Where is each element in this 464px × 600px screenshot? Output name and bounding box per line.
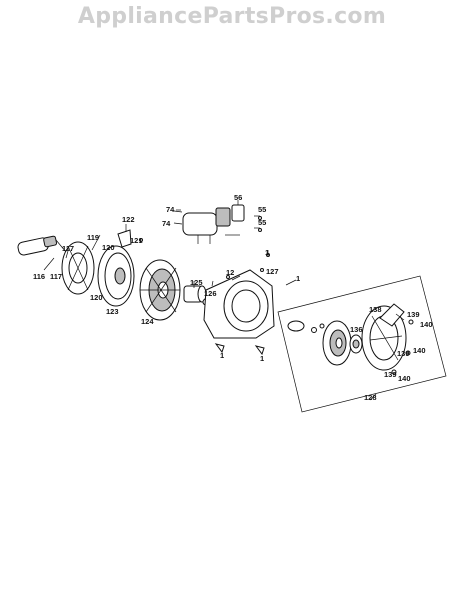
starter-pulley-part[interactable] bbox=[322, 320, 352, 366]
callout-120-lower: 120 bbox=[90, 293, 103, 302]
blower-housing-part[interactable] bbox=[203, 253, 275, 339]
callout-labels: 56 74 74 55 55 122 119 121 117 120 116 1… bbox=[33, 193, 433, 402]
callout-140-upper: 140 bbox=[420, 320, 433, 329]
callout-119: 119 bbox=[87, 233, 99, 242]
callout-127: 127 bbox=[266, 267, 279, 276]
callout-1-right: 1 bbox=[296, 274, 300, 283]
screw-55-part[interactable] bbox=[258, 216, 262, 232]
starter-cup-part[interactable] bbox=[183, 285, 207, 303]
starter-pawls-part[interactable] bbox=[287, 320, 325, 333]
callout-123: 123 bbox=[106, 307, 119, 316]
ignition-coil-part[interactable] bbox=[182, 204, 245, 244]
callout-116: 116 bbox=[33, 272, 45, 281]
callout-139-upper: 139 bbox=[407, 310, 420, 319]
callout-74-upper: 74 bbox=[166, 205, 175, 214]
callout-55-lower: 55 bbox=[258, 218, 266, 227]
callout-122: 122 bbox=[122, 215, 135, 224]
callout-124: 124 bbox=[141, 317, 154, 326]
callout-140-middle: 140 bbox=[413, 346, 426, 355]
callout-55-upper: 55 bbox=[258, 205, 266, 214]
recoil-starter-assembly-box bbox=[277, 275, 447, 413]
callout-1-lower-right: 1 bbox=[260, 354, 264, 363]
watermark: AppliancePartsPros.com bbox=[77, 4, 387, 29]
callout-74-lower: 74 bbox=[162, 219, 171, 228]
callout-138: 138 bbox=[369, 305, 382, 314]
flywheel-plate-part[interactable] bbox=[97, 245, 135, 307]
spark-plug-boot-part[interactable] bbox=[17, 235, 67, 256]
callout-117-upper: 117 bbox=[62, 244, 74, 253]
callout-117-lower: 117 bbox=[50, 272, 62, 281]
callout-139-middle: 139 bbox=[397, 349, 410, 358]
callout-1-lower-left: 1 bbox=[220, 351, 224, 360]
callout-121: 121 bbox=[130, 236, 143, 245]
callout-136: 136 bbox=[350, 325, 363, 334]
callout-126: 126 bbox=[204, 289, 217, 298]
leader-lines bbox=[43, 200, 409, 401]
screw-74-part[interactable] bbox=[173, 210, 183, 225]
callout-120: 120 bbox=[102, 243, 115, 252]
callout-1-top: 1 bbox=[265, 248, 269, 257]
screw-1-part[interactable] bbox=[214, 279, 297, 356]
callout-140-lower: 140 bbox=[398, 374, 411, 383]
starter-housing-part[interactable] bbox=[361, 303, 407, 371]
stator-part[interactable] bbox=[61, 234, 101, 295]
callout-139-lower: 139 bbox=[384, 370, 397, 379]
callout-128: 128 bbox=[364, 393, 377, 402]
callout-125: 125 bbox=[190, 278, 203, 287]
recoil-spring-part[interactable] bbox=[349, 334, 363, 354]
callout-56: 56 bbox=[234, 193, 242, 202]
flywheel-fan-part[interactable] bbox=[139, 259, 181, 321]
callout-12: 12 bbox=[226, 268, 234, 277]
